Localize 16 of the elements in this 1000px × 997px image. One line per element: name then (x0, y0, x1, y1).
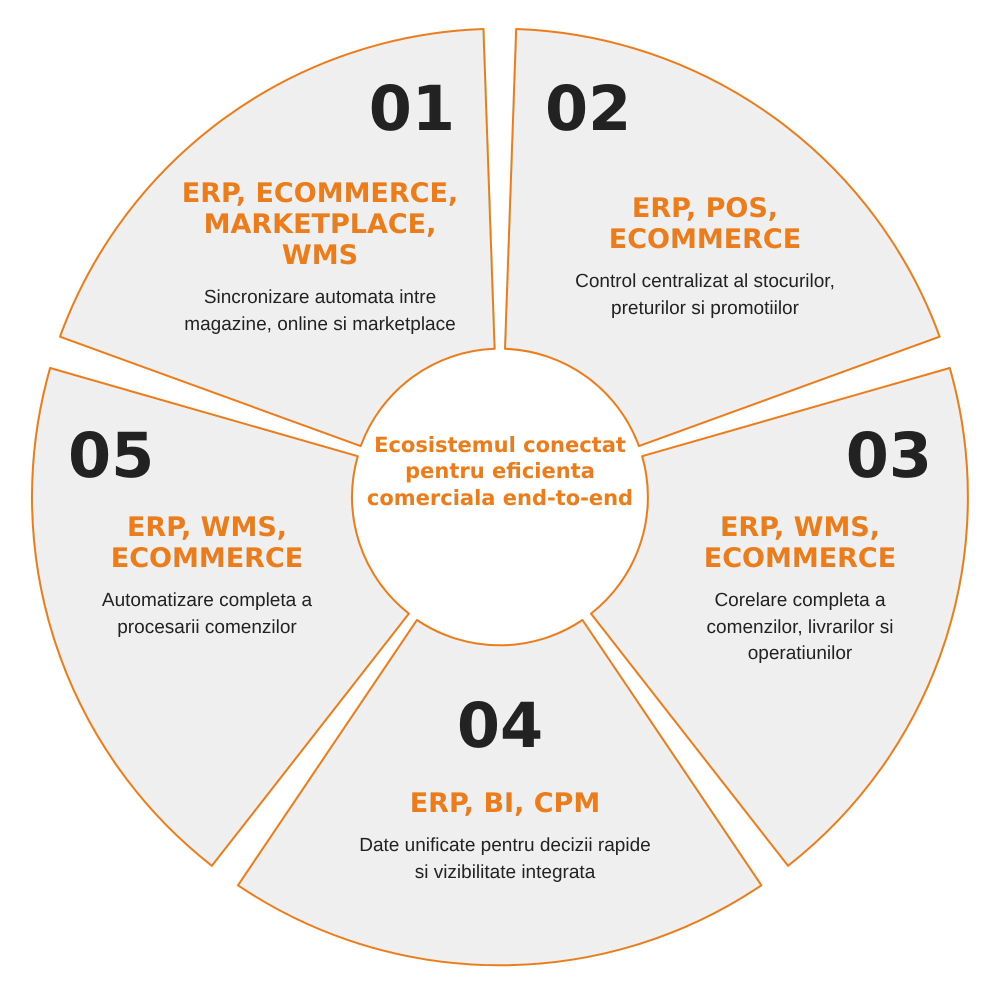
step-number: 04 (456, 694, 544, 757)
description: Corelare completa a comenzilor, livrarilor si operatiunilor (706, 589, 894, 666)
system-list: ERP, POS, ECOMMERCE (574, 192, 835, 256)
system-list: ERP, WMS, ECOMMERCE (77, 512, 337, 574)
step-number: 03 (846, 424, 932, 487)
description: Sincronizare automata intre magazine, online si marketplace (183, 286, 457, 337)
system-list: ERP, WMS, ECOMMERCE (670, 512, 930, 574)
step-number: 01 (368, 78, 455, 140)
step-number: 05 (68, 424, 154, 487)
description: Control centralizat al stocurilor, preturilor si promotiilor (574, 270, 835, 321)
center-title: Ecosistemul conectat pentru eficienta comerciala end-to-end (366, 432, 634, 511)
description: Date unificate pentru decizii rapide si vizibilitate integrata (358, 834, 652, 885)
system-list: ERP, ECOMMERCE, MARKETPLACE, WMS (170, 178, 470, 272)
step-number: 02 (544, 78, 632, 140)
description: Automatizare completa a procesarii comenzilor (100, 589, 314, 640)
system-list: ERP, BI, CPM (354, 788, 655, 820)
